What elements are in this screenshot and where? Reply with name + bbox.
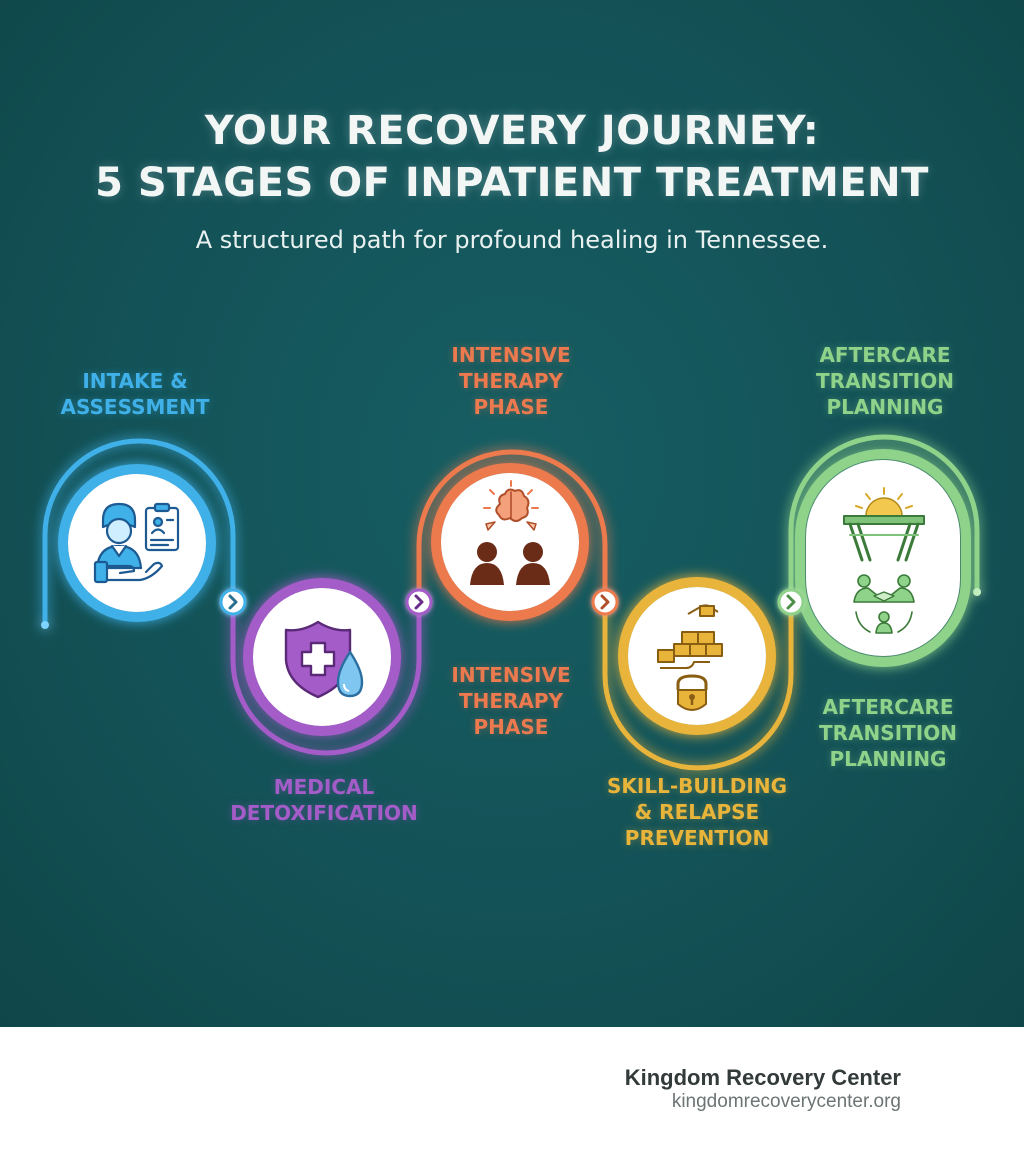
subtitle: A structured path for profound healing i… <box>195 226 829 254</box>
connector-arrow-2-3 <box>405 588 433 616</box>
brain-conversation-people-icon <box>470 480 550 585</box>
title-line-2: 5 STAGES OF INPATIENT TREATMENT <box>95 160 929 206</box>
website-link[interactable]: kingdomrecoverycenter.org <box>671 1091 901 1112</box>
connector-arrow-3-4 <box>591 588 619 616</box>
stage-1-node <box>58 464 216 622</box>
organization-name: Kingdom Recovery Center <box>624 1065 901 1090</box>
stage-5-node <box>795 449 971 667</box>
footer: Kingdom Recovery Center kingdomrecoveryc… <box>0 1027 1024 1154</box>
stage-1-label: INTAKE &ASSESSMENT <box>60 369 210 419</box>
medical-shield-droplet-icon <box>284 620 364 699</box>
connector-arrow-4-5 <box>777 588 805 616</box>
clinician-clipboard-hand-icon <box>93 502 180 584</box>
stage-4-path <box>602 599 794 771</box>
stage-2-path <box>230 599 422 756</box>
sun-bridge-handshake-icon <box>843 487 925 634</box>
infographic-canvas: YOUR RECOVERY JOURNEY: 5 STAGES OF INPAT… <box>0 0 1024 1027</box>
stage-path-diagram <box>41 434 981 771</box>
stage-1-path <box>41 438 236 629</box>
stage-3-path <box>416 449 608 605</box>
blocks-hands-lock-icon <box>657 604 723 711</box>
title-line-1: YOUR RECOVERY JOURNEY: <box>204 108 820 154</box>
connector-arrow-1-2 <box>219 588 247 616</box>
stage-5-path <box>788 434 981 605</box>
